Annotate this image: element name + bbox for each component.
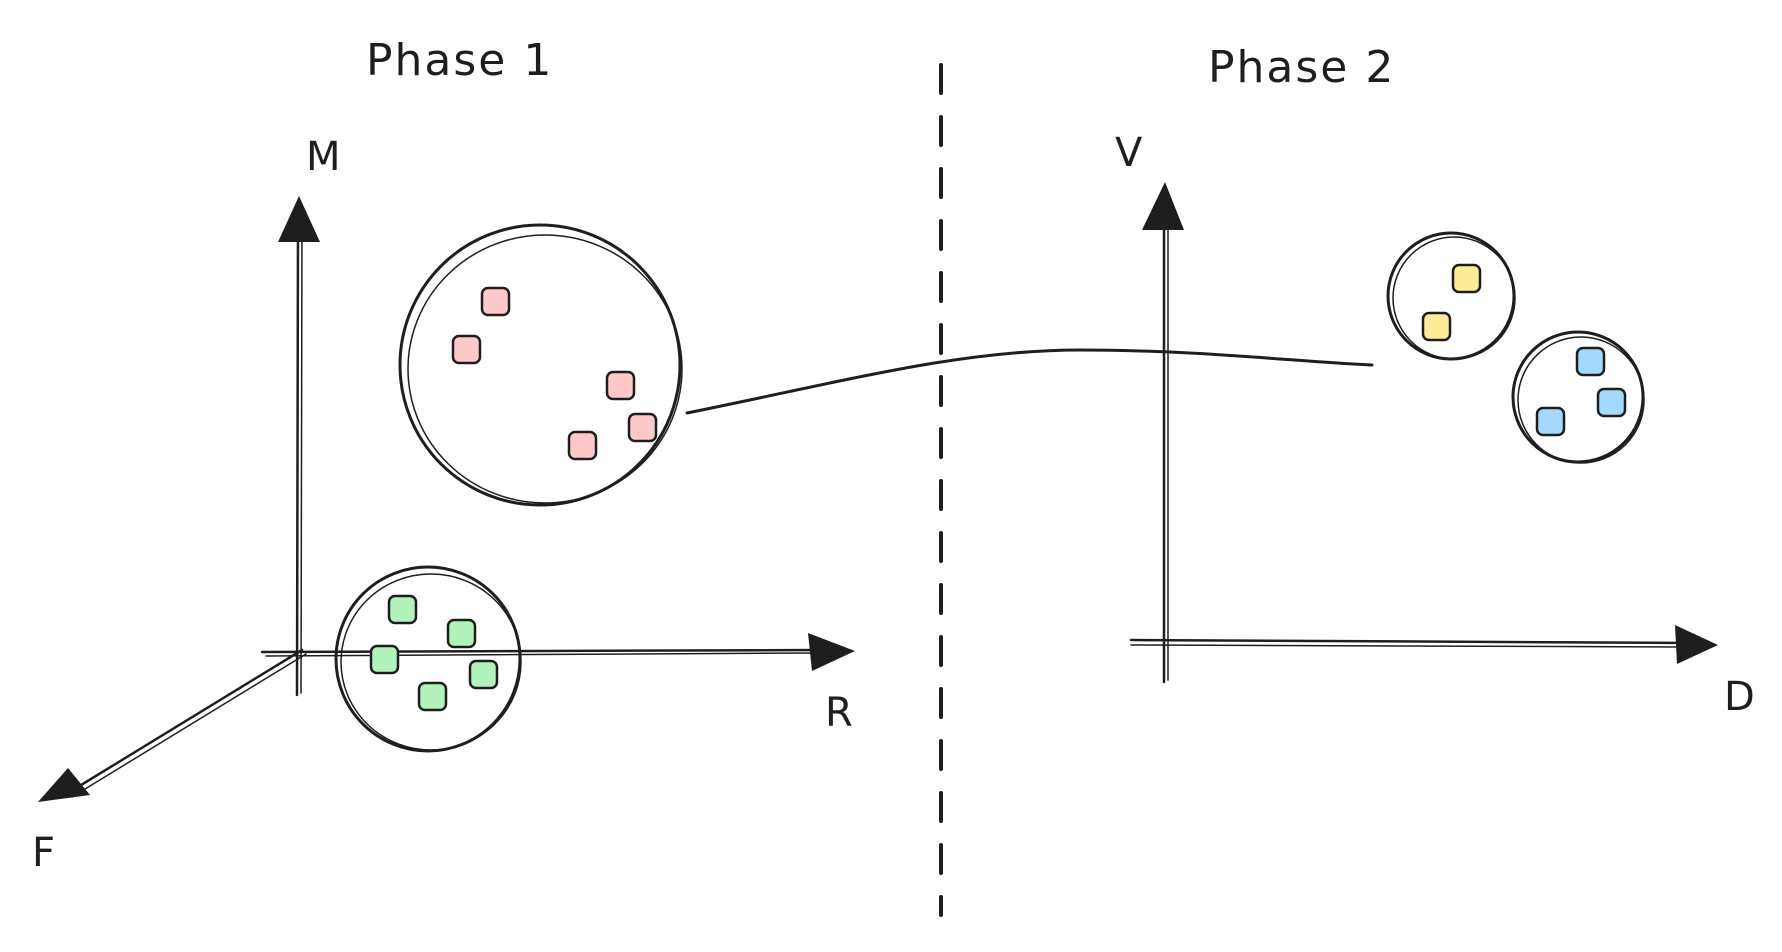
phase-2-lower-cluster	[1511, 330, 1645, 464]
r-axis-line	[260, 648, 822, 654]
v-axis-arrowhead	[1142, 182, 1184, 230]
cluster-point	[1451, 263, 1482, 294]
f-axis-line	[66, 648, 304, 795]
d-axis-label: D	[1724, 674, 1755, 720]
cluster-point	[1596, 387, 1627, 418]
r-axis-arrowhead	[808, 633, 855, 671]
cluster-point	[369, 644, 400, 675]
cluster-point	[468, 659, 499, 690]
cluster-point	[605, 370, 636, 401]
phase-1-title: Phase 1	[366, 35, 553, 86]
small-cluster-points	[369, 594, 499, 712]
lower-cluster-points	[1535, 346, 1627, 437]
phase-connector-curve	[685, 348, 1374, 415]
phase-1-axes: M R F	[32, 134, 855, 876]
large-cluster-points	[451, 286, 658, 461]
upper-cluster-points	[1421, 263, 1482, 342]
f-axis-arrowhead	[38, 768, 90, 802]
small-cluster-circle	[334, 565, 522, 753]
cluster-point	[451, 334, 482, 365]
cluster-point	[567, 430, 598, 461]
cluster-point	[627, 412, 658, 443]
m-axis-arrowhead	[278, 196, 320, 242]
large-cluster-circle	[398, 223, 682, 507]
cluster-point	[1575, 346, 1606, 377]
m-axis-label: M	[306, 134, 341, 180]
r-axis-label: R	[825, 690, 853, 736]
cluster-point	[417, 681, 448, 712]
phase-2-upper-cluster	[1386, 231, 1516, 361]
lower-cluster-circle	[1511, 330, 1645, 464]
cluster-point	[1535, 406, 1566, 437]
phase-1-large-cluster	[398, 223, 683, 507]
d-axis-arrowhead	[1675, 625, 1718, 664]
phase-2-axes: V D	[1115, 130, 1755, 720]
cluster-point	[1421, 311, 1452, 342]
d-axis-line	[1129, 638, 1692, 645]
upper-cluster-circle	[1386, 231, 1516, 361]
m-axis-line	[295, 223, 300, 697]
phase-2-title: Phase 2	[1208, 42, 1395, 93]
f-axis-label: F	[32, 830, 55, 876]
cluster-point	[446, 618, 477, 649]
cluster-point	[387, 594, 418, 625]
cluster-point	[480, 286, 511, 317]
v-axis-label: V	[1115, 130, 1143, 176]
phase-1-small-cluster	[334, 565, 522, 753]
